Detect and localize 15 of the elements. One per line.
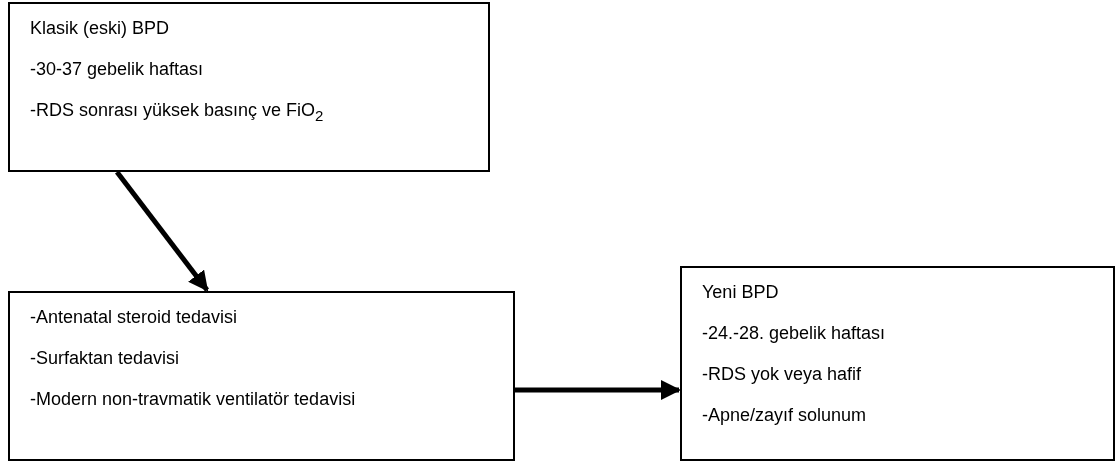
box-heading: Klasik (eski) BPD — [30, 18, 170, 38]
text-box — [8, 2, 490, 172]
box-heading: Yeni BPD — [702, 282, 779, 302]
list-item: -24.-28. gebelik haftası — [702, 323, 886, 343]
text-box — [680, 266, 1115, 461]
list-item: -RDS sonrası yüksek basınç ve FiO$_{2}$ — [30, 100, 324, 126]
list-item: -Modern non-travmatik ventilatör tedavisi — [30, 389, 356, 409]
list-item: -RDS yok veya hafif — [702, 364, 862, 384]
list-item: -30-37 gebelik haftası — [30, 59, 204, 79]
text-box — [8, 291, 515, 461]
arrow — [115, 170, 209, 292]
list-item: -Surfaktan tedavisi — [30, 348, 180, 368]
list-item: -Antenatal steroid tedavisi — [30, 307, 238, 327]
list-item: -Apne/zayıf solunum — [702, 405, 867, 425]
arrow — [515, 380, 681, 400]
